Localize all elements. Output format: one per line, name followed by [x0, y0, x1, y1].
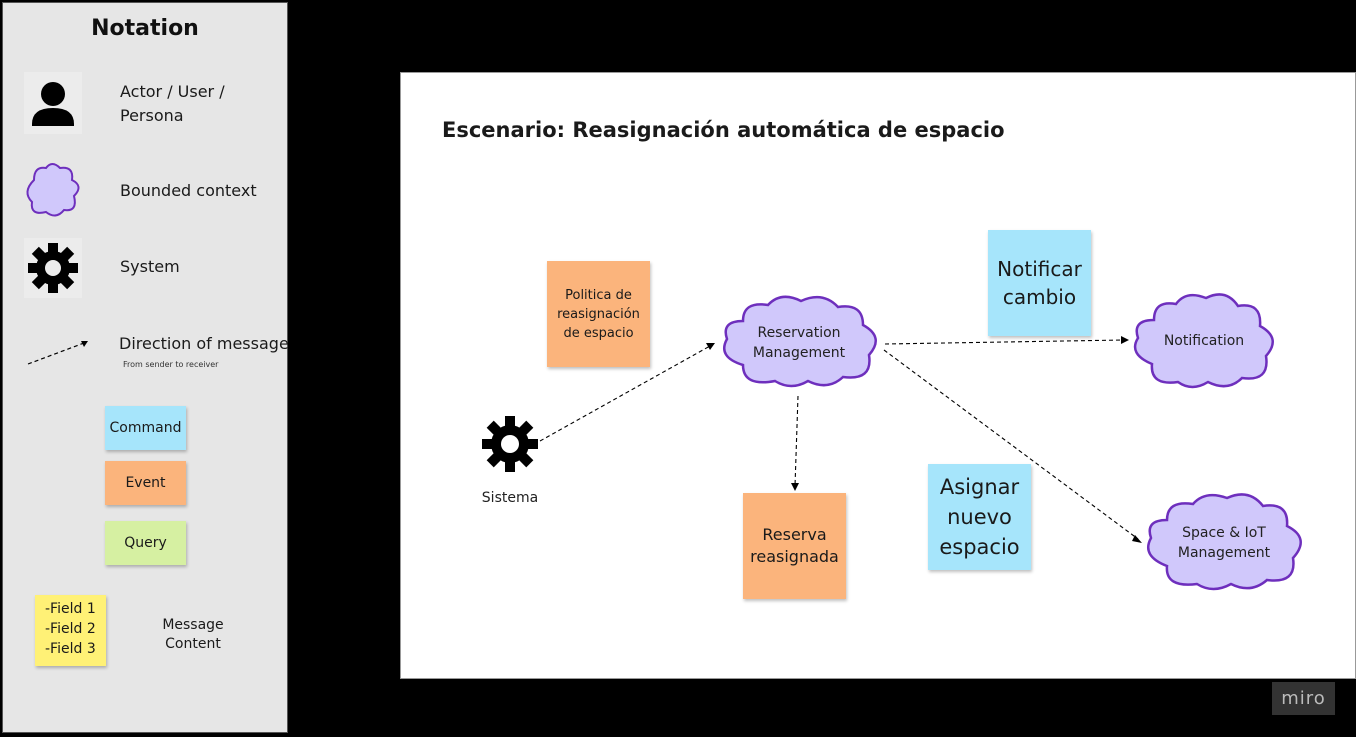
message-content-line2: Content	[165, 636, 221, 652]
notify-line2: cambio	[1002, 285, 1077, 309]
system-label: System	[120, 257, 180, 276]
space-line2: Management	[1177, 545, 1271, 561]
gear-icon	[24, 238, 82, 298]
actor-icon	[24, 72, 82, 134]
arrow-sistema-to-reservation	[539, 345, 711, 442]
space-line1: Space & IoT	[1182, 525, 1266, 541]
field-3: -Field 3	[45, 641, 96, 657]
actor-label-line2: Persona	[120, 106, 184, 125]
bounded-context-icon	[26, 163, 80, 217]
direction-arrow-icon	[27, 341, 88, 365]
field-1: -Field 1	[45, 601, 96, 617]
actor-label: Actor / User / Persona	[120, 80, 225, 128]
policy-line3: de espacio	[563, 325, 634, 341]
command-sticky: Command	[105, 406, 186, 450]
arrow-reservation-to-space	[883, 349, 1139, 540]
notify-line1: Notificar	[997, 257, 1082, 281]
event-line1: Reserva	[762, 525, 827, 544]
policy-sticky: Politica de reasignación de espacio	[547, 261, 650, 367]
direction-sublabel: From sender to receiver	[123, 360, 219, 369]
assign-line1: Asignar	[939, 475, 1020, 499]
notification-cloud	[1133, 293, 1274, 389]
miro-logo: miro	[1272, 682, 1335, 715]
direction-label: Direction of message	[119, 334, 289, 353]
event-sticky: Event	[105, 461, 186, 505]
reservation-line2: Management	[752, 345, 846, 361]
space-iot-management-cloud	[1147, 493, 1302, 591]
query-sticky: Query	[105, 521, 186, 565]
reservation-management-cloud	[723, 295, 877, 388]
assign-line3: espacio	[939, 535, 1020, 559]
sistema-gear-icon	[482, 416, 538, 472]
field-2: -Field 2	[45, 621, 96, 637]
assign-new-space-command: Asignar nuevo espacio	[928, 464, 1031, 570]
policy-line1: Politica de	[565, 287, 632, 303]
notify-change-command: Notificar cambio	[988, 230, 1091, 336]
reservation-reassigned-event: Reserva reasignada	[743, 493, 846, 599]
message-content-sticky: -Field 1 -Field 2 -Field 3	[35, 595, 106, 666]
reservation-line1: Reservation	[757, 325, 841, 341]
policy-line2: reasignación	[557, 306, 640, 322]
event-line2: reasignada	[750, 547, 839, 566]
space-iot-management-label: Space & IoT Management	[1137, 513, 1311, 573]
message-content-line1: Message	[162, 617, 224, 633]
board-title: Escenario: Reasignación automática de es…	[442, 118, 1005, 142]
arrow-reservation-to-notification	[884, 339, 1125, 345]
notation-title: Notation	[91, 16, 199, 41]
actor-label-line1: Actor / User /	[120, 82, 225, 101]
bounded-context-label: Bounded context	[120, 181, 257, 200]
message-content-label: Message Content	[150, 616, 236, 654]
assign-line2: nuevo	[947, 505, 1012, 529]
arrow-reservation-to-event	[794, 395, 799, 487]
sistema-label: Sistema	[481, 490, 539, 506]
reservation-management-label: Reservation Management	[713, 313, 885, 373]
notification-label: Notification	[1163, 333, 1245, 349]
